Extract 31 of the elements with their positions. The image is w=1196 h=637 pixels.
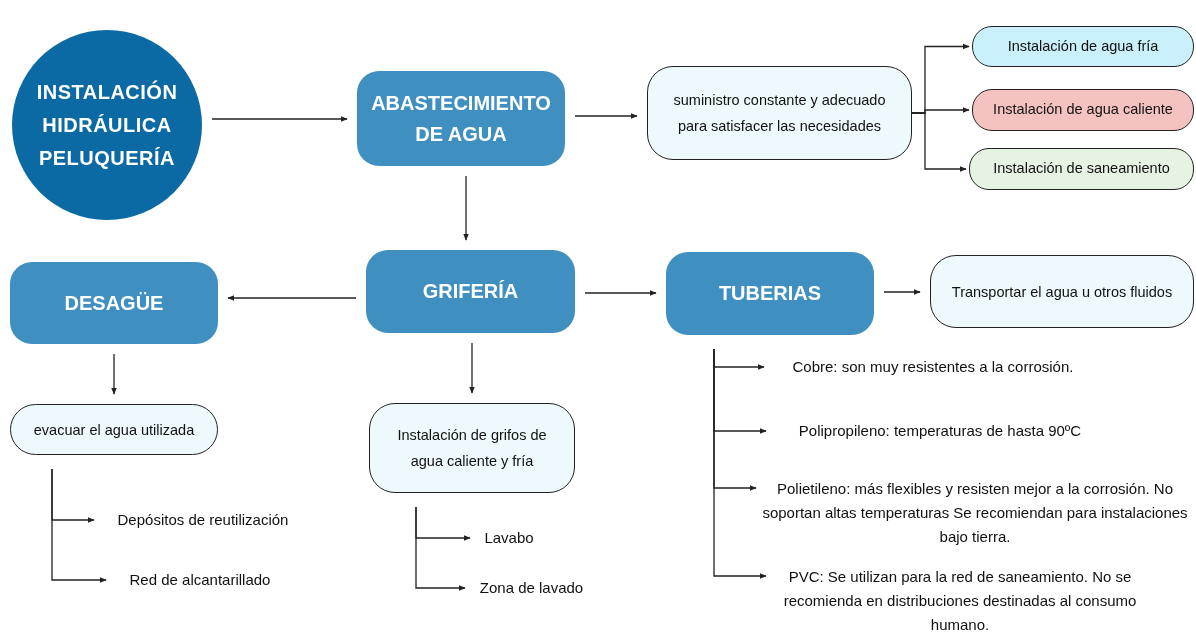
description-box: Instalación de grifos de agua caliente y fría xyxy=(369,403,575,493)
arrow xyxy=(911,112,967,172)
process-box: GRIFERÍA xyxy=(366,250,575,333)
arrow xyxy=(584,290,657,296)
arrow xyxy=(211,116,348,122)
arrow xyxy=(883,289,921,295)
process-box: ABASTECIMIENTO DE AGUA xyxy=(357,71,565,166)
process-box: TUBERIAS xyxy=(666,252,874,335)
item-text: Polipropileno: temperaturas de hasta 90ºC xyxy=(770,419,1110,443)
item-text: Lavabo xyxy=(474,526,544,550)
category-box: Instalación de agua caliente xyxy=(972,89,1194,131)
category-box: Instalación de agua fría xyxy=(972,26,1194,67)
item-text: PVC: Se utilizan para la red de saneamiento. No se recomienda en distribuciones destinadas al consumo humano. xyxy=(770,564,1150,637)
item-text: Red de alcantarillado xyxy=(110,568,290,592)
arrow xyxy=(415,506,466,591)
arrow xyxy=(469,342,475,394)
arrow xyxy=(574,113,638,119)
process-box: DESAGÜE xyxy=(10,262,218,344)
item-text: Polietileno: más flexibles y resisten mejor a la corrosión. No soportan altas temperaturas Se recomiendan para instalaciones bajo tierra. xyxy=(760,476,1190,550)
category-box: Instalación de saneamiento xyxy=(969,148,1194,190)
arrow xyxy=(713,348,767,579)
description-box: Transportar el agua u otros fluidos xyxy=(930,255,1194,328)
description-box: suministro constante y adecuado para satisfacer las necesidades xyxy=(647,66,912,160)
description-box: evacuar el agua utilizada xyxy=(10,404,218,455)
arrow xyxy=(227,295,357,301)
arrow xyxy=(111,353,117,395)
item-text: Zona de lavado xyxy=(469,576,594,600)
item-text: Cobre: son muy resistentes a la corrosión. xyxy=(768,355,1098,379)
arrow xyxy=(51,468,107,583)
item-text: Depósitos de reutilización xyxy=(98,508,308,532)
arrow xyxy=(463,175,469,241)
